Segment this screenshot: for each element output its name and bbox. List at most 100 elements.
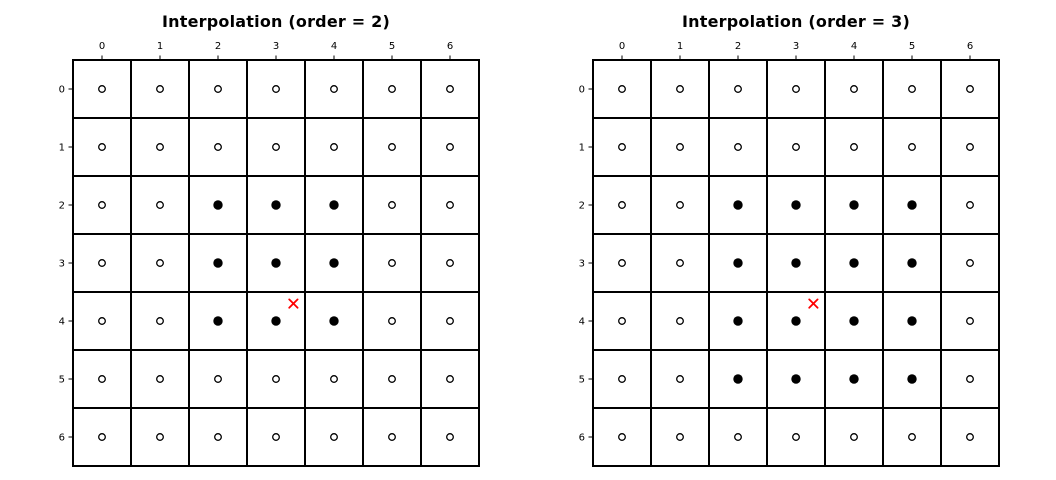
- open-sample-marker: [156, 375, 164, 383]
- open-sample-marker: [850, 143, 858, 151]
- y-tick-label: 1: [59, 143, 65, 154]
- open-sample-marker: [618, 201, 626, 209]
- open-sample-marker: [734, 433, 742, 441]
- open-sample-marker: [98, 143, 106, 151]
- x-tick-label: 4: [851, 41, 857, 52]
- filled-sample-marker: [213, 258, 223, 268]
- filled-sample-marker: [791, 374, 801, 384]
- open-sample-marker: [618, 317, 626, 325]
- open-sample-marker: [966, 259, 974, 267]
- open-sample-marker: [98, 201, 106, 209]
- filled-sample-marker: [329, 200, 339, 210]
- open-sample-marker: [214, 143, 222, 151]
- open-sample-marker: [446, 375, 454, 383]
- x-tick-label: 1: [157, 41, 163, 52]
- filled-sample-marker: [791, 316, 801, 326]
- open-sample-marker: [792, 143, 800, 151]
- open-sample-marker: [272, 433, 280, 441]
- open-sample-marker: [676, 433, 684, 441]
- filled-sample-marker: [733, 316, 743, 326]
- open-sample-marker: [388, 143, 396, 151]
- x-tick-label: 3: [273, 41, 279, 52]
- filled-sample-marker: [907, 200, 917, 210]
- open-sample-marker: [676, 143, 684, 151]
- filled-sample-marker: [733, 258, 743, 268]
- x-tick-label: 1: [677, 41, 683, 52]
- open-sample-marker: [388, 317, 396, 325]
- y-tick-label: 6: [579, 433, 585, 444]
- y-tick-label: 2: [59, 201, 65, 212]
- filled-sample-marker: [271, 316, 281, 326]
- open-sample-marker: [388, 85, 396, 93]
- filled-sample-marker: [271, 258, 281, 268]
- open-sample-marker: [388, 433, 396, 441]
- open-sample-marker: [676, 259, 684, 267]
- open-sample-marker: [618, 259, 626, 267]
- x-tick-label: 2: [215, 41, 221, 52]
- y-tick-label: 3: [59, 259, 65, 270]
- filled-sample-marker: [733, 374, 743, 384]
- filled-sample-marker: [791, 258, 801, 268]
- filled-sample-marker: [213, 316, 223, 326]
- open-sample-marker: [676, 201, 684, 209]
- open-sample-marker: [446, 433, 454, 441]
- x-tick-label: 4: [331, 41, 337, 52]
- filled-sample-marker: [733, 200, 743, 210]
- open-sample-marker: [156, 433, 164, 441]
- y-tick-label: 3: [579, 259, 585, 270]
- filled-sample-marker: [213, 200, 223, 210]
- plot-title-order-2: Interpolation (order = 2): [162, 12, 390, 31]
- x-tick-label: 6: [967, 41, 973, 52]
- filled-sample-marker: [791, 200, 801, 210]
- y-tick-label: 5: [59, 375, 65, 386]
- open-sample-marker: [908, 143, 916, 151]
- open-sample-marker: [446, 201, 454, 209]
- open-sample-marker: [792, 85, 800, 93]
- filled-sample-marker: [271, 200, 281, 210]
- open-sample-marker: [908, 85, 916, 93]
- open-sample-marker: [618, 143, 626, 151]
- open-sample-marker: [388, 201, 396, 209]
- open-sample-marker: [272, 143, 280, 151]
- open-sample-marker: [272, 85, 280, 93]
- open-sample-marker: [446, 143, 454, 151]
- open-sample-marker: [330, 433, 338, 441]
- open-sample-marker: [330, 85, 338, 93]
- filled-sample-marker: [907, 374, 917, 384]
- open-sample-marker: [156, 259, 164, 267]
- y-tick-label: 1: [579, 143, 585, 154]
- open-sample-marker: [388, 259, 396, 267]
- open-sample-marker: [734, 143, 742, 151]
- open-sample-marker: [966, 85, 974, 93]
- x-tick-label: 5: [909, 41, 915, 52]
- open-sample-marker: [388, 375, 396, 383]
- open-sample-marker: [966, 375, 974, 383]
- filled-sample-marker: [849, 374, 859, 384]
- open-sample-marker: [908, 433, 916, 441]
- y-tick-label: 4: [579, 317, 585, 328]
- open-sample-marker: [330, 375, 338, 383]
- x-tick-label: 5: [389, 41, 395, 52]
- open-sample-marker: [966, 317, 974, 325]
- target-x-marker: [288, 298, 299, 309]
- open-sample-marker: [850, 433, 858, 441]
- open-sample-marker: [734, 85, 742, 93]
- filled-sample-marker: [849, 258, 859, 268]
- open-sample-marker: [98, 433, 106, 441]
- open-sample-marker: [214, 433, 222, 441]
- filled-sample-marker: [907, 316, 917, 326]
- open-sample-marker: [676, 375, 684, 383]
- open-sample-marker: [156, 85, 164, 93]
- y-tick-label: 6: [59, 433, 65, 444]
- open-sample-marker: [676, 317, 684, 325]
- x-tick-label: 3: [793, 41, 799, 52]
- plot-title-order-3: Interpolation (order = 3): [682, 12, 910, 31]
- y-tick-label: 2: [579, 201, 585, 212]
- filled-sample-marker: [329, 316, 339, 326]
- open-sample-marker: [966, 143, 974, 151]
- open-sample-marker: [98, 259, 106, 267]
